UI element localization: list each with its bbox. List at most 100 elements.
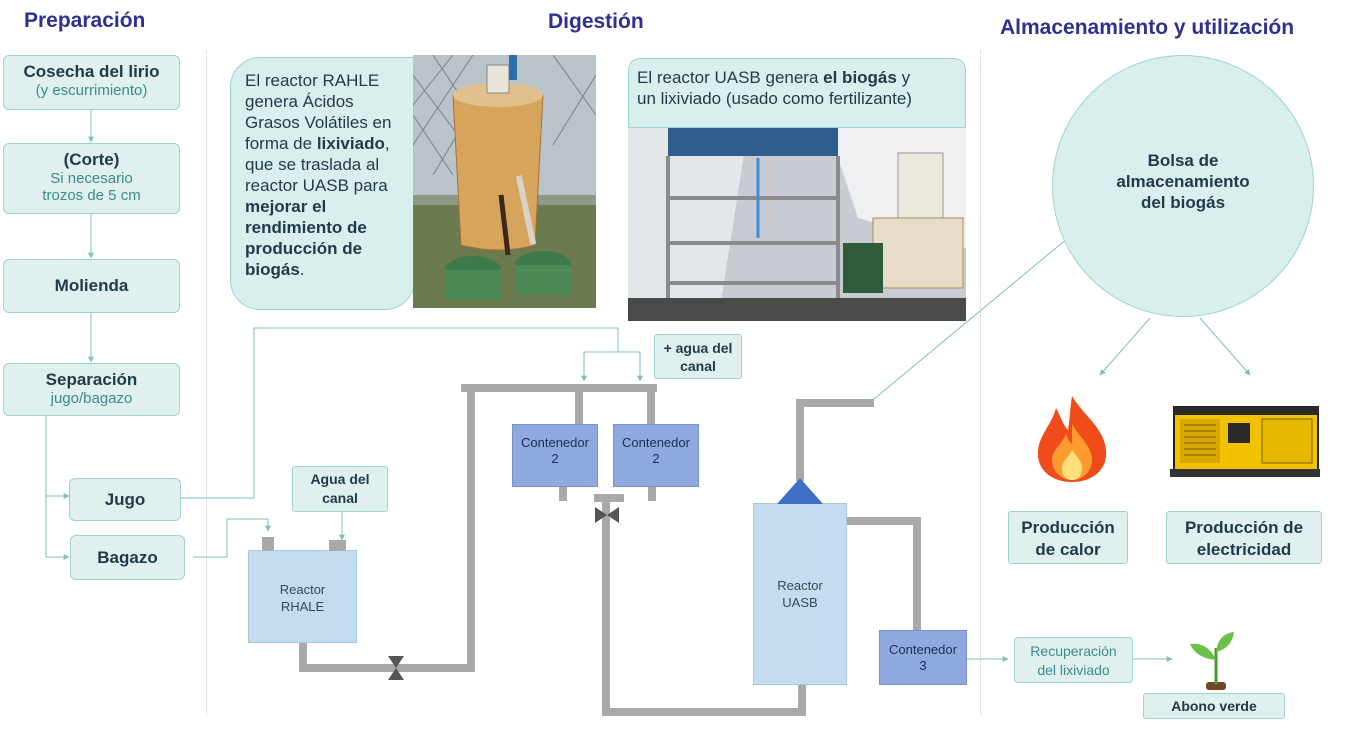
pipe — [913, 517, 921, 631]
reactor-uasb-line-1: Reactor — [777, 578, 823, 593]
rahle-line: mejorar el — [245, 197, 327, 216]
uasb-text: y — [896, 68, 911, 87]
uasb-description: El reactor UASB genera el biogás y un li… — [628, 58, 966, 128]
rahle-line: genera Ácidos — [245, 92, 354, 111]
contenedor-2b-line-2: 2 — [652, 451, 660, 466]
uasb-photo-drawing — [628, 128, 966, 321]
pipe — [796, 399, 874, 407]
produccion-calor-box: Producción de calor — [1008, 511, 1128, 564]
molienda-box: Molienda — [3, 259, 180, 313]
rahle-line: biogás. — [245, 259, 414, 280]
rahle-photo-drawing — [413, 55, 596, 308]
rahle-bold: biogás — [245, 260, 300, 279]
contenedor-2a-line-1: Contenedor — [521, 435, 589, 450]
pipe — [299, 664, 475, 672]
pipe — [299, 642, 307, 672]
jugo-box: Jugo — [69, 478, 181, 521]
mas-agua-line-1: + agua del — [663, 340, 733, 356]
uasb-line-1: El reactor UASB genera el biogás y — [637, 67, 957, 88]
elec-line-2: electricidad — [1196, 540, 1292, 559]
separacion-sublabel: jugo/bagazo — [50, 390, 133, 407]
generator-icon — [1170, 406, 1320, 477]
uasb-line-2: un lixiviado (usado como fertilizante) — [637, 89, 912, 108]
divider-left — [206, 50, 207, 715]
rahle-line: reactor UASB para — [245, 176, 388, 195]
pipe — [798, 684, 806, 716]
contenedor-2b-line-1: Contenedor — [622, 435, 690, 450]
abono-verde-box: Abono verde — [1143, 693, 1285, 719]
divider-right — [980, 50, 981, 715]
uasb-text: El reactor UASB genera — [637, 68, 824, 87]
reactor-rahle: Reactor RHALE — [248, 550, 357, 643]
rahle-line: El reactor RAHLE — [245, 71, 380, 90]
pipe — [602, 708, 806, 716]
agua-canal-line-2: canal — [322, 490, 358, 506]
abono-verde-label: Abono verde — [1171, 698, 1257, 714]
valve-icon — [388, 656, 404, 680]
pipe — [796, 399, 804, 481]
corte-sublabel-1: Si necesario — [50, 170, 133, 187]
contenedor-3: Contenedor 3 — [879, 630, 967, 685]
pipe — [575, 384, 583, 424]
produccion-electricidad-box: Producción de electricidad — [1166, 511, 1322, 564]
uasb-photo — [628, 128, 966, 321]
calor-line-1: Producción — [1021, 518, 1115, 537]
bolsa-line-2: almacenamiento — [1116, 172, 1250, 191]
elec-line-1: Producción de — [1184, 518, 1304, 537]
uasb-bold: el biogás — [823, 68, 897, 87]
pipe — [648, 487, 656, 501]
fire-icon — [1037, 396, 1107, 482]
pipe — [647, 384, 655, 424]
mas-agua-label: + agua del canal — [654, 334, 742, 379]
pipe — [467, 384, 475, 672]
uasb-gas-hood — [777, 478, 823, 504]
rahle-line: producción de — [245, 239, 363, 258]
contenedor-3-line-2: 3 — [919, 658, 927, 673]
pipe — [559, 487, 567, 501]
reactor-rahle-line-1: Reactor — [279, 582, 326, 597]
rahle-line: que se traslada al — [245, 155, 380, 174]
bagazo-box: Bagazo — [70, 535, 185, 580]
bagazo-label: Bagazo — [97, 548, 158, 567]
rahle-line: forma de lixiviado, — [245, 133, 414, 154]
reactor-rahle-port — [262, 537, 274, 551]
corte-sublabel-2: trozos de 5 cm — [42, 187, 141, 204]
valve-icon — [595, 507, 619, 523]
section-title-almacenamiento: Almacenamiento y utilización — [1000, 16, 1295, 39]
rahle-text: , — [384, 134, 390, 153]
contenedor-2a: Contenedor 2 — [512, 424, 598, 487]
rahle-bold: lixiviado — [316, 134, 385, 153]
recuperacion-line-2: del lixiviado — [1037, 662, 1110, 678]
jugo-label: Jugo — [104, 490, 146, 509]
recuperacion-line-1: Recuperación — [1030, 643, 1117, 659]
agua-canal-line-1: Agua del — [310, 471, 370, 487]
reactor-uasb-line-2: UASB — [782, 595, 818, 610]
pipe — [846, 517, 921, 525]
reactor-uasb: Reactor UASB — [753, 503, 847, 685]
contenedor-3-line-1: Contenedor — [889, 642, 957, 657]
mas-agua-line-2: canal — [680, 358, 716, 374]
bolsa-almacenamiento: Bolsa de almacenamiento del biogás — [1052, 55, 1314, 317]
rahle-text: forma de — [245, 134, 317, 153]
section-title-digestion: Digestión — [548, 10, 644, 33]
rahle-text: . — [299, 260, 305, 279]
reactor-rahle-line-2: RHALE — [280, 599, 325, 614]
calor-line-2: de calor — [1035, 540, 1101, 559]
separacion-box: Separación jugo/bagazo — [3, 363, 180, 416]
bolsa-line-1: Bolsa de — [1147, 151, 1219, 170]
rahle-line: rendimiento de — [245, 218, 367, 237]
molienda-label: Molienda — [54, 276, 129, 295]
section-title-preparacion: Preparación — [24, 9, 146, 32]
plant-icon — [1190, 632, 1234, 690]
agua-canal-label: Agua del canal — [292, 466, 388, 512]
cosecha-label: Cosecha del lirio — [23, 62, 160, 81]
pipe — [461, 384, 657, 392]
corte-box: (Corte) Si necesario trozos de 5 cm — [3, 143, 180, 214]
separacion-label: Separación — [45, 370, 138, 389]
bolsa-line-3: del biogás — [1140, 193, 1226, 212]
recuperacion-box: Recuperación del lixiviado — [1014, 637, 1133, 683]
cosecha-box: Cosecha del lirio (y escurrimiento) — [3, 55, 180, 110]
rahle-photo — [413, 55, 596, 308]
pipe — [602, 494, 610, 716]
